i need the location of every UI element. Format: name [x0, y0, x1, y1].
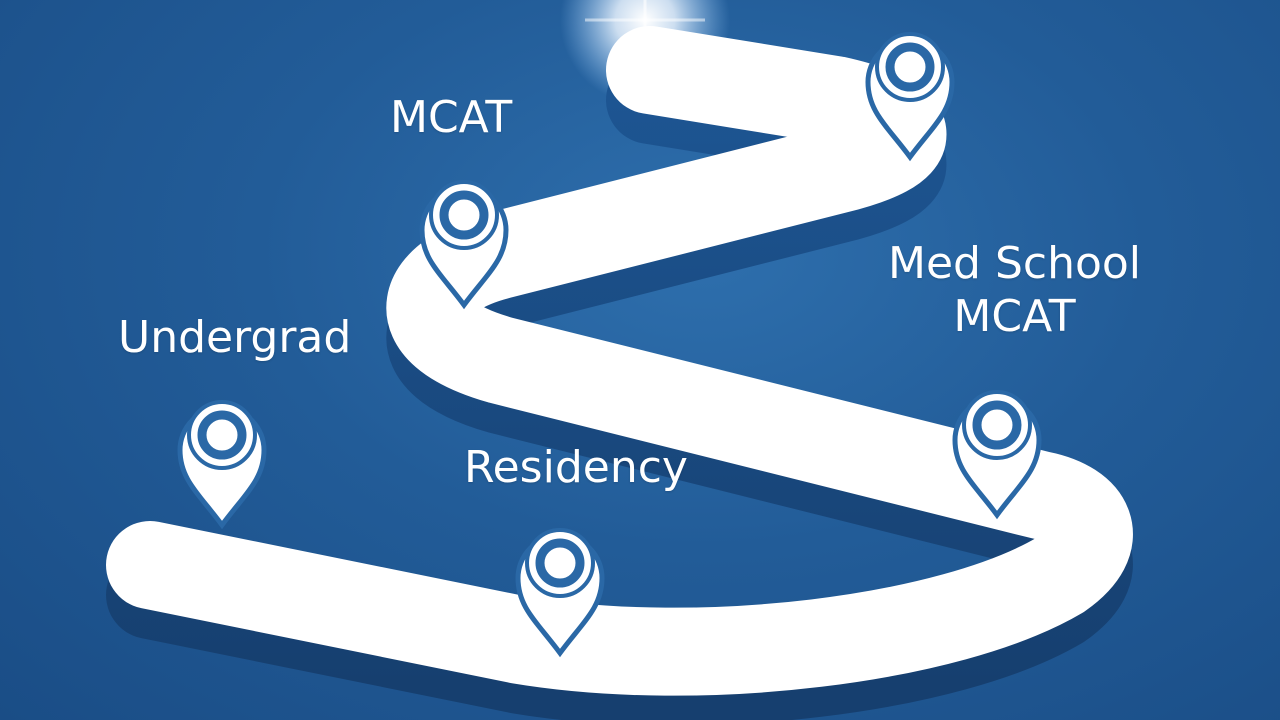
milestone-label-med-school: Med School MCAT: [888, 238, 1142, 342]
road-surface: [106, 26, 1133, 696]
milestone-label-undergrad: Undergrad: [118, 312, 352, 363]
map-pin-icon[interactable]: [865, 32, 955, 162]
milestone-label-mcat: MCAT: [390, 92, 513, 143]
map-pin-icon[interactable]: [419, 180, 509, 310]
map-pin-icon[interactable]: [177, 400, 267, 530]
milestone-label-residency: Residency: [464, 442, 688, 493]
map-pin-icon[interactable]: [952, 390, 1042, 520]
map-pin-icon[interactable]: [515, 528, 605, 658]
